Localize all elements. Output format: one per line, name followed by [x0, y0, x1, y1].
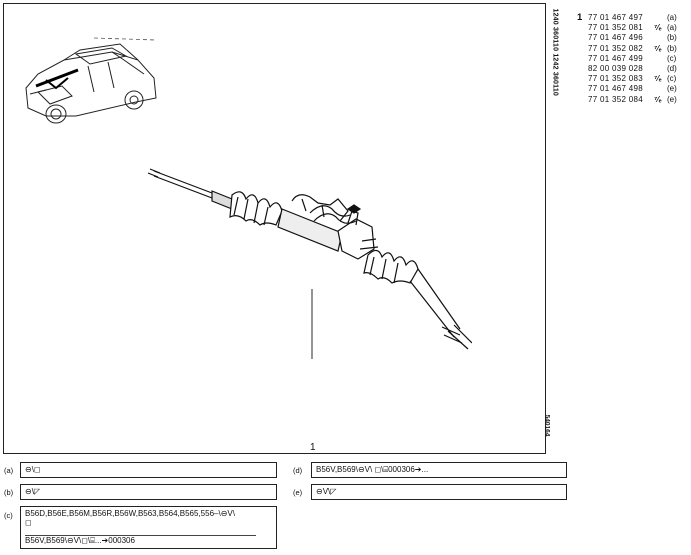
parts-row[interactable]: 77 01 352 084 ⁷⁄ₑ (e) — [577, 95, 687, 105]
exchange-icon: ⁷⁄ₑ — [654, 43, 662, 53]
part-index — [577, 95, 588, 105]
exchange-icon — [654, 64, 667, 74]
part-ref: 77 01 467 496 — [588, 33, 644, 43]
variant-box-c: B56D,B56E,B56M,B56R,B56W,B563,B564,B565,… — [20, 506, 277, 549]
variant-tag-e: (e) — [293, 488, 303, 497]
part-index — [577, 44, 588, 54]
part-ref: 77 01 467 499 — [588, 53, 644, 63]
part-index — [577, 84, 588, 94]
variant-text-c-line2: B56V,B569\⊖V\◻\⌸...➔000306 — [25, 536, 135, 545]
part-ref: 77 01 352 084 — [588, 94, 644, 104]
part-variant: (d) — [667, 64, 677, 74]
vertical-ref-text: 1240 360110 1242 360110 — [551, 8, 559, 97]
illustration-frame: 1 — [3, 3, 546, 454]
variant-text-e: ⊖V\◸ — [316, 487, 337, 496]
callout-1: 1 — [310, 442, 316, 453]
parts-row[interactable]: 77 01 352 081 ⁷⁄ₑ (a) — [577, 23, 687, 33]
part-ref: 77 01 467 497 — [588, 13, 644, 22]
part-ref: 77 01 352 082 — [588, 43, 644, 53]
part-variant: (c) — [667, 74, 677, 84]
parts-row[interactable]: 82 00 039 028 (d) — [577, 64, 687, 74]
variant-text-d: B56V,B569\⊖V\ ◻\⌸000306➔... — [316, 465, 429, 474]
vertical-reference-numbers: 1240 360110 1242 360110 — [548, 8, 562, 130]
variant-tag-d: (d) — [293, 466, 303, 475]
variant-tag-a: (a) — [4, 466, 14, 475]
parts-row[interactable]: 1 77 01 467 497 (a) — [577, 12, 687, 23]
part-index: 1 — [577, 12, 583, 23]
variant-text-b: ⊖\◸ — [25, 487, 41, 496]
parts-row[interactable]: 77 01 467 498 (e) — [577, 84, 687, 94]
part-index — [577, 33, 588, 43]
part-ref: 77 01 467 498 — [588, 84, 644, 94]
car-location-illustration — [25, 37, 157, 124]
divider — [25, 535, 256, 536]
variant-text-c-line1: B56D,B56E,B56M,B56R,B56W,B563,B564,B565,… — [25, 509, 235, 518]
variant-box-e: ⊖V\◸ — [311, 484, 567, 500]
part-index — [577, 74, 588, 84]
exchange-icon — [654, 54, 667, 64]
parts-row[interactable]: 77 01 352 083 ⁷⁄ₑ (c) — [577, 74, 687, 84]
exchange-icon — [654, 84, 667, 94]
variant-text-a: ⊖\◻ — [25, 465, 41, 474]
steering-rack-illustration — [147, 168, 472, 359]
part-ref: 82 00 039 028 — [588, 64, 644, 74]
part-index — [577, 23, 588, 33]
part-ref: 77 01 352 081 — [588, 23, 644, 33]
parts-row[interactable]: 77 01 352 082 ⁷⁄ₑ (b) — [577, 44, 687, 54]
plate-code: 540164 — [543, 408, 560, 448]
part-variant: (a) — [667, 23, 677, 33]
exchange-icon — [654, 13, 667, 23]
exchange-icon: ⁷⁄ₑ — [654, 94, 662, 104]
variant-box-b: ⊖\◸ — [20, 484, 277, 500]
part-variant: (c) — [667, 53, 677, 63]
part-variant: (b) — [667, 33, 677, 43]
parts-row[interactable]: 77 01 467 496 (b) — [577, 33, 687, 43]
part-ref: 77 01 352 083 — [588, 74, 644, 84]
exchange-icon — [654, 33, 667, 43]
part-variant: (e) — [667, 94, 677, 104]
part-index — [577, 54, 588, 64]
exchange-icon: ⁷⁄ₑ — [654, 74, 662, 84]
variant-tag-b: (b) — [4, 488, 14, 497]
parts-list: 1 77 01 467 497 (a) 77 01 352 081 ⁷⁄ₑ (a… — [577, 12, 687, 105]
variant-tag-c: (c) — [4, 511, 13, 520]
variant-box-a: ⊖\◻ — [20, 462, 277, 478]
exchange-icon: ⁷⁄ₑ — [654, 23, 662, 33]
variant-box-d: B56V,B569\⊖V\ ◻\⌸000306➔... — [311, 462, 567, 478]
variant-text-c-line1b: ◻ — [25, 518, 32, 527]
part-variant: (a) — [667, 13, 677, 22]
part-variant: (e) — [667, 84, 677, 94]
parts-row[interactable]: 77 01 467 499 (c) — [577, 54, 687, 64]
part-index — [577, 64, 588, 74]
plate-code-text: 540164 — [543, 414, 551, 437]
part-variant: (b) — [667, 43, 677, 53]
